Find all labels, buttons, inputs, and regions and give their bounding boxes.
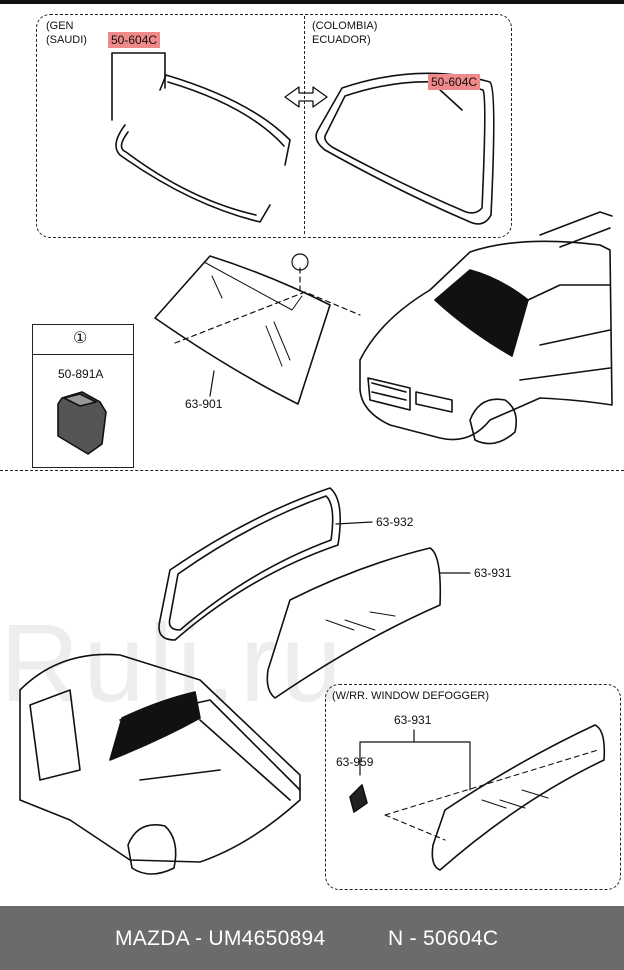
leader-defogger-sub [359,729,471,791]
truck-rear-door [29,689,81,781]
leader-defogger-dash [384,749,599,841]
part-number-highlight-left: 50-604C [108,32,161,48]
seal-variants-divider [304,16,305,234]
rear-glass-part-label: 63-931 [474,566,512,580]
gen-region-label: (GEN [46,20,74,32]
seal-variants-box [36,14,512,238]
footer-model-code: MAZDA - UM4650894 [115,927,326,950]
leader-seal-left [111,52,166,121]
seal-gen-saudi-inner [120,81,285,216]
leader-callout-1 [174,267,361,344]
part-number-highlight-right: 50-604C [428,74,481,90]
defogger-glass [431,724,606,871]
defogger-box [325,684,621,890]
truck-rear [19,653,301,863]
seal-colombia-ecuador-inner [324,81,486,214]
truck-wheel [469,398,518,445]
rear-frame-part-label: 63-932 [376,515,414,529]
clip-part-top [63,393,97,407]
swap-arrow-icon [284,86,328,108]
seal-colombia-ecuador [315,72,495,225]
truck-bed-rail [539,211,613,248]
rear-glass [266,547,442,699]
leader-seal-right [437,87,463,111]
defogger-title: (W/RR. WINDOW DEFOGGER) [332,690,490,702]
truck-grille [367,377,411,411]
saudi-region-label: (SAUDI) [46,34,87,46]
truck-side [519,284,611,381]
truck-rear-wheel [127,824,177,875]
truck-windshield [434,269,529,357]
leader-windshield [209,370,215,397]
colombia-region-label: (COLOMBIA) [312,20,378,32]
top-rule [0,0,624,4]
truck-front [359,240,613,441]
section-separator [0,470,624,471]
truck-rear-window [109,691,201,761]
windshield-glare [211,275,291,367]
callout-box [32,324,134,468]
callout-part-label: 50-891A [58,367,104,381]
footer-bar: MAZDA - UM4650894 N - 50604C [0,906,624,970]
windshield-glass [154,255,331,405]
leader-63-932 [335,521,373,525]
ecuador-region-label: ECUADOR) [312,34,371,46]
defogger-glass-part-label: 63-931 [394,713,432,727]
rear-window-frame [158,487,341,641]
callout-header-divider [32,354,134,355]
seal-gen-saudi [115,74,291,223]
truck-headlight [415,391,453,413]
defogger-part [349,784,368,813]
defogger-sub-part-label: 63-959 [336,755,374,769]
footer-part-code: N - 50604C [388,927,499,950]
windshield-part-label: 63-901 [185,397,223,411]
truck-bed [119,699,301,801]
rear-window-frame-inner [168,495,334,631]
windshield-glass-edge [203,261,303,311]
clip-part [57,391,107,455]
callout-marker-circle [291,253,309,271]
rear-glass-glare [325,611,396,631]
callout-number: ① [73,330,88,347]
defogger-glass-glare [481,789,549,809]
